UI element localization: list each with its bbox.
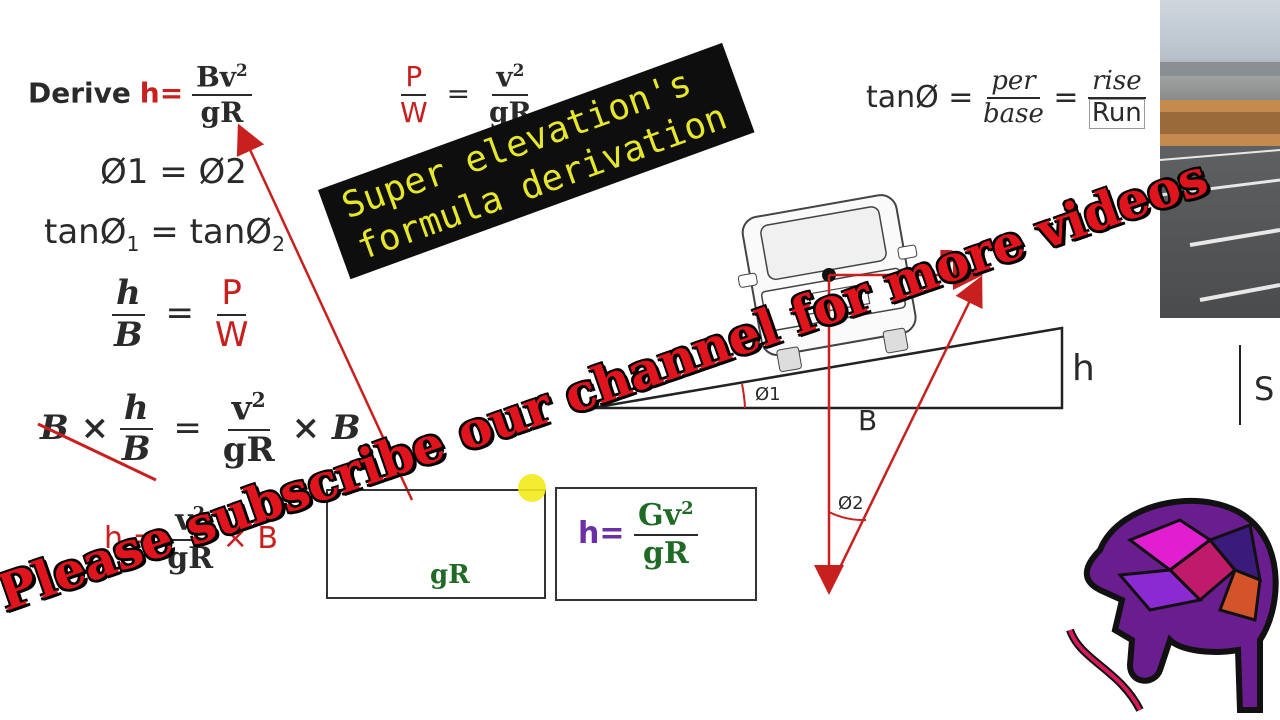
tan-left-sub: 1 [126, 231, 140, 256]
ratio-equals: = [165, 293, 195, 334]
tan-right-sub: 2 [272, 231, 286, 256]
box-right-content: h= Gv2 gR [578, 498, 698, 571]
h-over-b: h B [112, 275, 145, 355]
angle1-label: Ø1 [755, 384, 781, 405]
derive-arrow [236, 123, 414, 501]
h-over-b-2: h B [119, 390, 153, 470]
equals-2: = [173, 407, 202, 448]
per-text: per [987, 67, 1040, 100]
box-left-den: gR [430, 560, 470, 590]
derive-line: Derive h= Bv2 gR [28, 60, 252, 129]
top-v: v [496, 60, 513, 94]
h-result-line: h = v2 gR × B [104, 503, 278, 576]
derive-den: gR [200, 95, 244, 129]
top-w: W [400, 95, 428, 129]
top-equals: = [446, 76, 471, 110]
per-over-base: per base [983, 67, 1044, 130]
derive-num: Bv [196, 60, 237, 94]
angle-equality: Ø1 = Ø2 [100, 152, 247, 192]
derive-prefix: Derive [28, 76, 131, 110]
box-right-num-exp: 2 [681, 498, 694, 519]
p-num: P [217, 275, 246, 316]
v2-over-gr-3: v2 gR [167, 503, 214, 576]
rise-over-run: rise Run [1088, 67, 1146, 129]
angle2-arc [828, 511, 867, 522]
gr-den: gR [222, 430, 275, 471]
derive-num-exp: 2 [236, 60, 248, 80]
box-right-h: h= [578, 516, 625, 551]
b-label: B [858, 404, 878, 437]
h-num-2: h [119, 390, 153, 431]
rise-text: rise [1088, 67, 1146, 100]
tan-def-prefix: tanØ = [866, 79, 974, 115]
top-center-equation: P W = v2 gR [400, 60, 532, 127]
b-den-2: B [121, 429, 151, 470]
s-label: S [1254, 370, 1275, 408]
v2-num-3: v [175, 503, 193, 538]
result-box-right [555, 487, 757, 601]
tan-eq: = tanØ [139, 212, 273, 252]
road-photo [1160, 0, 1280, 318]
cursor-highlight [518, 474, 546, 502]
gr-den-3: gR [167, 540, 214, 576]
w-den: W [214, 314, 249, 355]
times-b-3: × B [222, 521, 278, 556]
strike-through [37, 422, 157, 482]
derive-fraction: Bv2 gR [192, 60, 252, 129]
v2-exp-3: 2 [192, 503, 206, 524]
channel-logo-icon [1066, 498, 1279, 713]
run-text: Run [1088, 99, 1145, 129]
h-over-b-num: h [112, 275, 145, 316]
angle2-label: Ø2 [838, 493, 864, 514]
cross-multiply-line: B × h B = v2 gR × B [40, 388, 361, 471]
resultant-arrow [827, 275, 983, 591]
box-right-num: Gv [638, 498, 682, 533]
p-label: P [938, 246, 958, 276]
base-text: base [983, 99, 1044, 130]
slope-triangle [591, 326, 1064, 410]
box-right-den: gR [642, 535, 689, 571]
tan-def-eq: = [1053, 79, 1079, 115]
angle1-arc [741, 383, 746, 409]
top-v-exp: 2 [512, 60, 525, 80]
top-p-over-w: P W [400, 62, 428, 127]
derive-h-label: h= [139, 76, 184, 110]
v2-num: v [231, 388, 252, 429]
times-b: × B [291, 407, 361, 448]
h-eq-3: h = [104, 521, 158, 556]
box-right-fraction: Gv2 gR [634, 498, 698, 571]
tan-definition: tanØ = per base = rise Run [866, 67, 1146, 130]
tan-left: tanØ [44, 212, 127, 252]
h-label: h [1072, 348, 1095, 389]
top-p: P [401, 62, 427, 96]
v2-over-gr: v2 gR [222, 388, 275, 471]
ratio-equality: h B = P W [112, 275, 249, 355]
v2-exp: 2 [251, 388, 266, 412]
p-over-w: P W [214, 275, 249, 355]
h-over-b-den: B [113, 314, 143, 355]
tan-equality: tanØ1 = tanØ2 [44, 212, 285, 256]
result-box-left [326, 489, 546, 599]
